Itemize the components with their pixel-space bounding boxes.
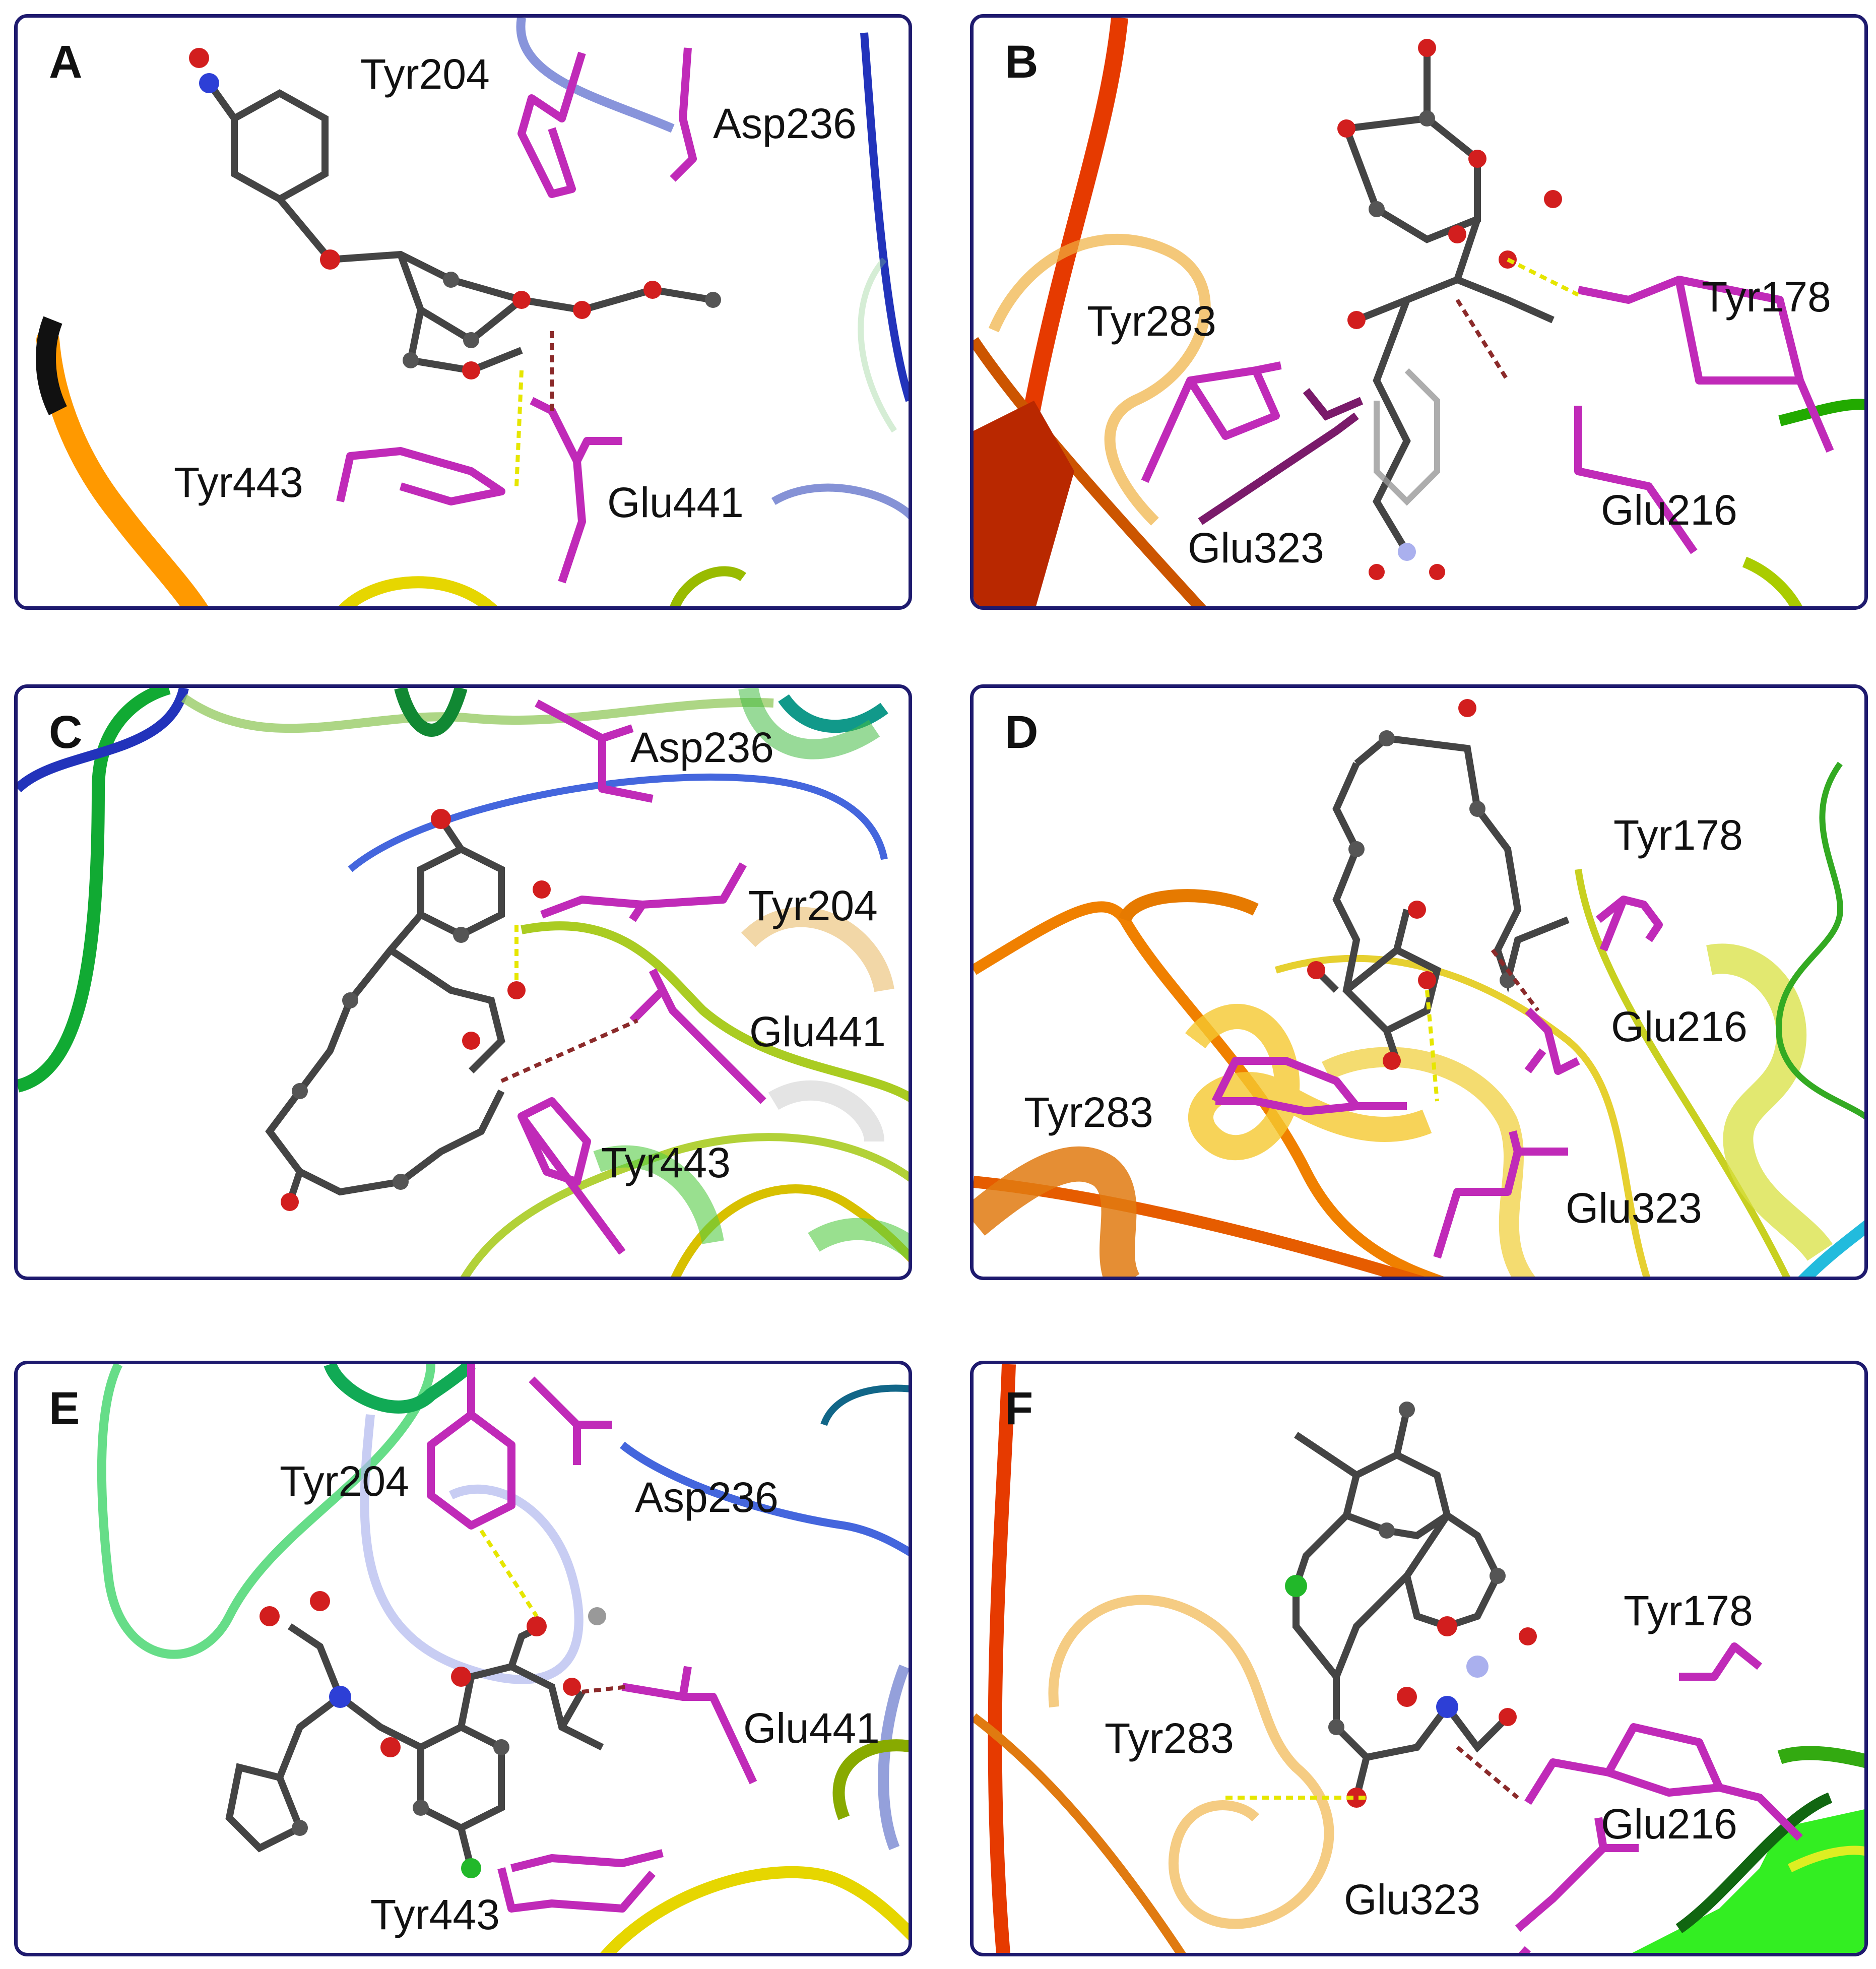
ligand-atoms-f: [1285, 1402, 1537, 1808]
panel-c: C Asp236 Tyr204 Glu441 Tyr443: [14, 684, 912, 1280]
ligand-e: [225, 1623, 604, 1869]
residue-sticks-d: [1211, 896, 1663, 1259]
panel-f-structure: [974, 1364, 1864, 1953]
residue-sticks-b-dark: [1198, 388, 1364, 525]
residue-label-tyr443: Tyr443: [370, 1891, 500, 1938]
panel-letter-d: D: [1005, 707, 1039, 758]
ligand-c: [265, 817, 505, 1203]
residue-sticks-c: [517, 699, 766, 1255]
panel-d-structure: [974, 699, 1864, 1277]
residue-label-tyr204: Tyr204: [748, 882, 878, 929]
ligand-atoms-c: [281, 809, 551, 1211]
panel-a: A Tyr204 Asp236 Tyr443 Glu441: [14, 14, 912, 610]
residue-label-glu323: Glu323: [1188, 524, 1324, 571]
panel-letter-c: C: [49, 707, 83, 758]
residue-label-glu216: Glu216: [1601, 1800, 1737, 1848]
ligand-f: [1292, 1409, 1510, 1799]
panel-letter-a: A: [49, 36, 83, 88]
residue-label-glu441: Glu441: [607, 479, 744, 526]
ligand-atoms-b: [1337, 39, 1562, 580]
residue-label-tyr283: Tyr283: [1024, 1089, 1153, 1136]
panel-b-structure: [974, 18, 1864, 606]
residue-sticks-f: [1515, 1642, 1803, 1953]
residue-label-tyr204: Tyr204: [280, 1457, 409, 1505]
residue-label-glu323: Glu323: [1566, 1184, 1702, 1232]
residue-label-tyr178: Tyr178: [1613, 811, 1743, 859]
residue-label-asp236: Asp236: [630, 724, 774, 771]
panel-letter-b: B: [1005, 36, 1039, 88]
ligand-atoms-d: [1307, 699, 1516, 1070]
panel-letter-f: F: [1005, 1383, 1033, 1434]
panel-f: F Tyr178 Tyr283 Glu216 Glu323: [970, 1361, 1868, 1956]
residue-label-glu441: Glu441: [743, 1704, 880, 1752]
residue-sticks-e: [427, 1364, 757, 1913]
residue-label-tyr204: Tyr204: [360, 50, 490, 98]
panel-b: B Tyr283 Tyr178 Glu323 Glu216: [970, 14, 1868, 610]
residue-label-tyr178: Tyr178: [1702, 273, 1831, 321]
residue-label-asp236: Asp236: [713, 100, 857, 147]
panel-c-structure: [18, 688, 909, 1277]
residue-sticks-b: [1141, 276, 1834, 554]
residue-label-tyr283: Tyr283: [1105, 1714, 1234, 1762]
residue-label-glu441: Glu441: [749, 1008, 886, 1055]
residue-label-tyr178: Tyr178: [1624, 1587, 1753, 1634]
residue-label-asp236: Asp236: [635, 1474, 779, 1521]
residue-label-glu323: Glu323: [1344, 1876, 1480, 1923]
ligand-atoms-e: [260, 1591, 606, 1878]
residue-label-tyr283: Tyr283: [1087, 297, 1216, 345]
residue-label-glu216: Glu216: [1611, 1003, 1748, 1050]
panel-a-structure: [36, 18, 909, 606]
panel-letter-e: E: [49, 1383, 80, 1434]
residue-label-tyr443: Tyr443: [601, 1139, 731, 1186]
ligand-a: [206, 81, 714, 374]
residue-label-glu216: Glu216: [1601, 486, 1737, 534]
panel-e: E Tyr204 Asp236 Glu441 Tyr443: [14, 1361, 912, 1956]
panel-d: D Tyr178 Glu216 Tyr283 Glu323: [970, 684, 1868, 1280]
ligand-atoms-a: [189, 48, 721, 379]
panel-e-structure: [97, 1364, 909, 1953]
residue-label-tyr443: Tyr443: [174, 459, 303, 506]
ligand-b: [1343, 48, 1555, 554]
